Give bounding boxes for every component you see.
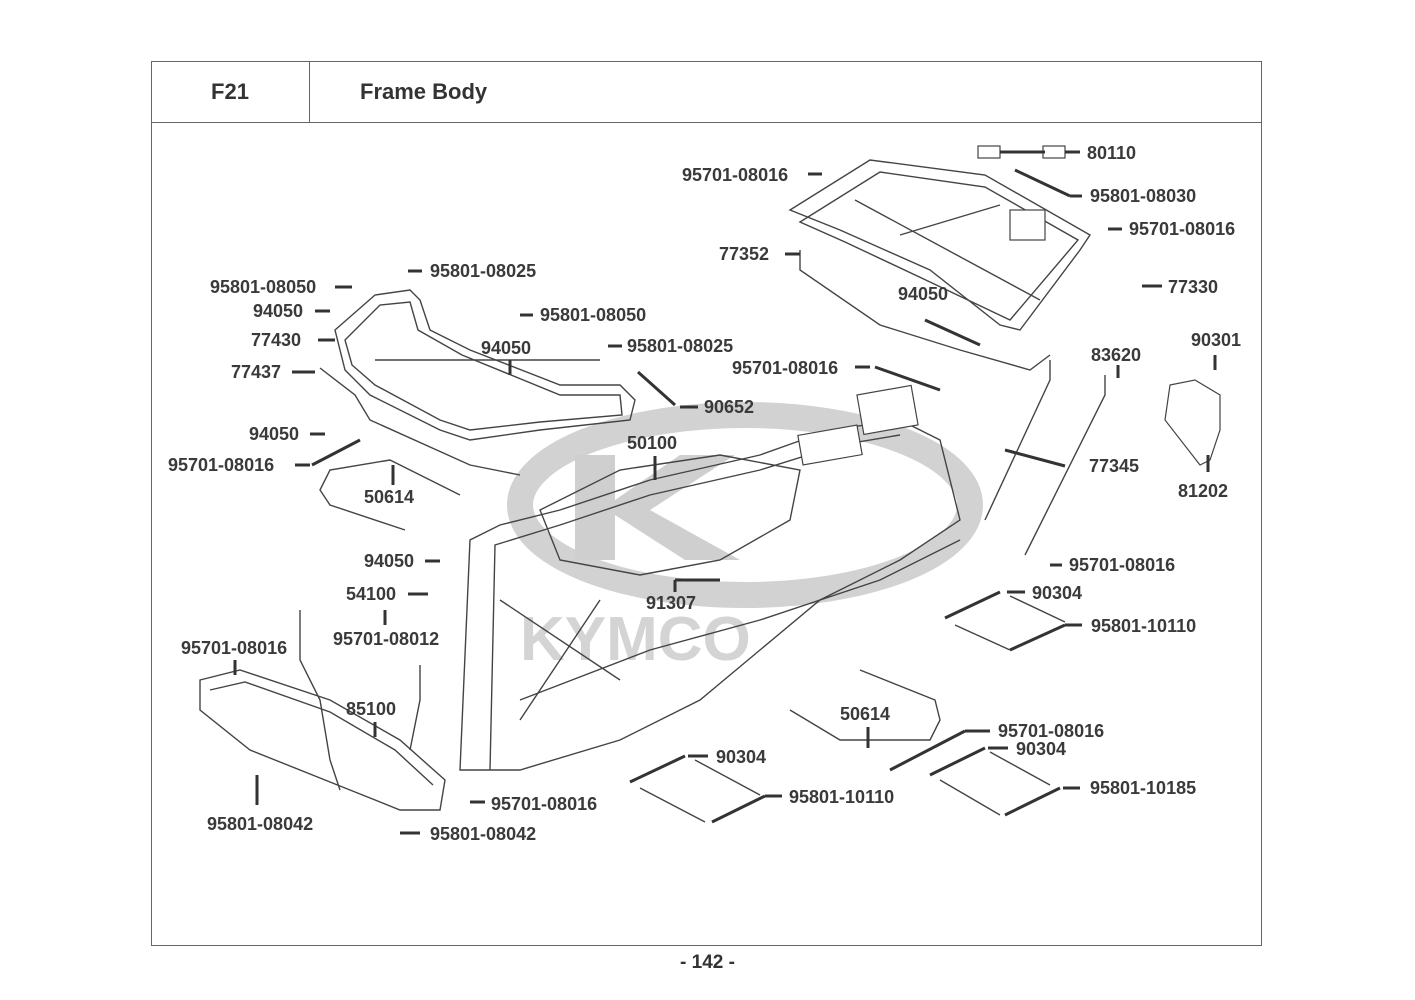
callout-95701-08016: 95701-08016 — [998, 721, 1105, 741]
callout-94050: 94050 — [481, 338, 532, 358]
rear-bar-77352 — [799, 250, 1051, 371]
callout-77330: 77330 — [1168, 277, 1219, 297]
callout-90304: 90304 — [1016, 739, 1067, 759]
figure-code: F21 — [151, 61, 310, 123]
leader-lines — [233, 150, 1217, 835]
callout-50100: 50100 — [627, 433, 678, 453]
bracket-81202 — [1164, 379, 1221, 466]
callout-77437: 77437 — [231, 362, 282, 382]
callout-95701-08016: 95701-08016 — [1129, 219, 1236, 239]
stay-77437 — [319, 367, 521, 476]
title-cell: Frame Body — [310, 61, 1262, 123]
callout-90304: 90304 — [1032, 583, 1083, 603]
callout-95701-08016: 95701-08016 — [732, 358, 839, 378]
callout-95801-10110: 95801-10110 — [1091, 616, 1197, 636]
bolt-sets — [629, 590, 1066, 824]
watermark-text: KYMCO — [520, 605, 751, 674]
callout-80110: 80110 — [1087, 143, 1137, 163]
footrest-50614-left — [319, 459, 461, 531]
page-number: - 142 - — [680, 952, 735, 973]
callout-90652: 90652 — [704, 397, 755, 417]
callout-81202: 81202 — [1178, 481, 1229, 501]
callout-77345: 77345 — [1089, 456, 1140, 476]
kymco-logo-icon: KYMCO — [507, 402, 983, 674]
main-frame-50100 — [459, 384, 961, 771]
footrest-50614-right — [789, 669, 941, 741]
callout-95801-08042: 95801-08042 — [207, 814, 314, 834]
callout-95801-10110: 95801-10110 — [789, 787, 895, 807]
callout-90304: 90304 — [716, 747, 767, 767]
callout-83620: 83620 — [1091, 345, 1142, 365]
front-rack-77430 — [334, 289, 636, 441]
callout-95701-08016: 95701-08016 — [682, 165, 789, 185]
callout-77352: 77352 — [719, 244, 770, 264]
callout-94050: 94050 — [364, 551, 415, 571]
callout-50614: 50614 — [840, 704, 891, 724]
callout-94050: 94050 — [253, 301, 304, 321]
callout-95801-08050: 95801-08050 — [540, 305, 647, 325]
rear-rack-77330 — [788, 145, 1091, 331]
callout-85100: 85100 — [346, 699, 397, 719]
diagram-frame — [151, 61, 1262, 946]
callout-90301: 90301 — [1191, 330, 1242, 350]
callout-77430: 77430 — [251, 330, 302, 350]
callout-95701-08016: 95701-08016 — [1069, 555, 1176, 575]
callout-95701-08016: 95701-08016 — [168, 455, 275, 475]
callout-94050: 94050 — [898, 284, 949, 304]
callout-95801-10185: 95801-10185 — [1090, 778, 1197, 798]
stay-77345-a — [984, 360, 1051, 521]
figure-title: Frame Body — [360, 79, 488, 104]
callout-95801-08025: 95801-08025 — [627, 336, 734, 356]
callout-94050: 94050 — [249, 424, 300, 444]
front-guard-85100 — [199, 610, 446, 811]
callout-95801-08030: 95801-08030 — [1090, 186, 1197, 206]
callout-95701-08012: 95701-08012 — [333, 629, 440, 649]
callout-54100: 54100 — [346, 584, 397, 604]
callout-95801-08025: 95801-08025 — [430, 261, 537, 281]
callout-95801-08042: 95801-08042 — [430, 824, 537, 844]
callout-50614: 50614 — [364, 487, 415, 507]
stay-77345-b — [1024, 375, 1106, 556]
callout-95701-08016: 95701-08016 — [491, 794, 598, 814]
callout-95701-08016: 95701-08016 — [181, 638, 288, 658]
callout-91307: 91307 — [646, 593, 697, 613]
callout-95801-08050: 95801-08050 — [210, 277, 317, 297]
